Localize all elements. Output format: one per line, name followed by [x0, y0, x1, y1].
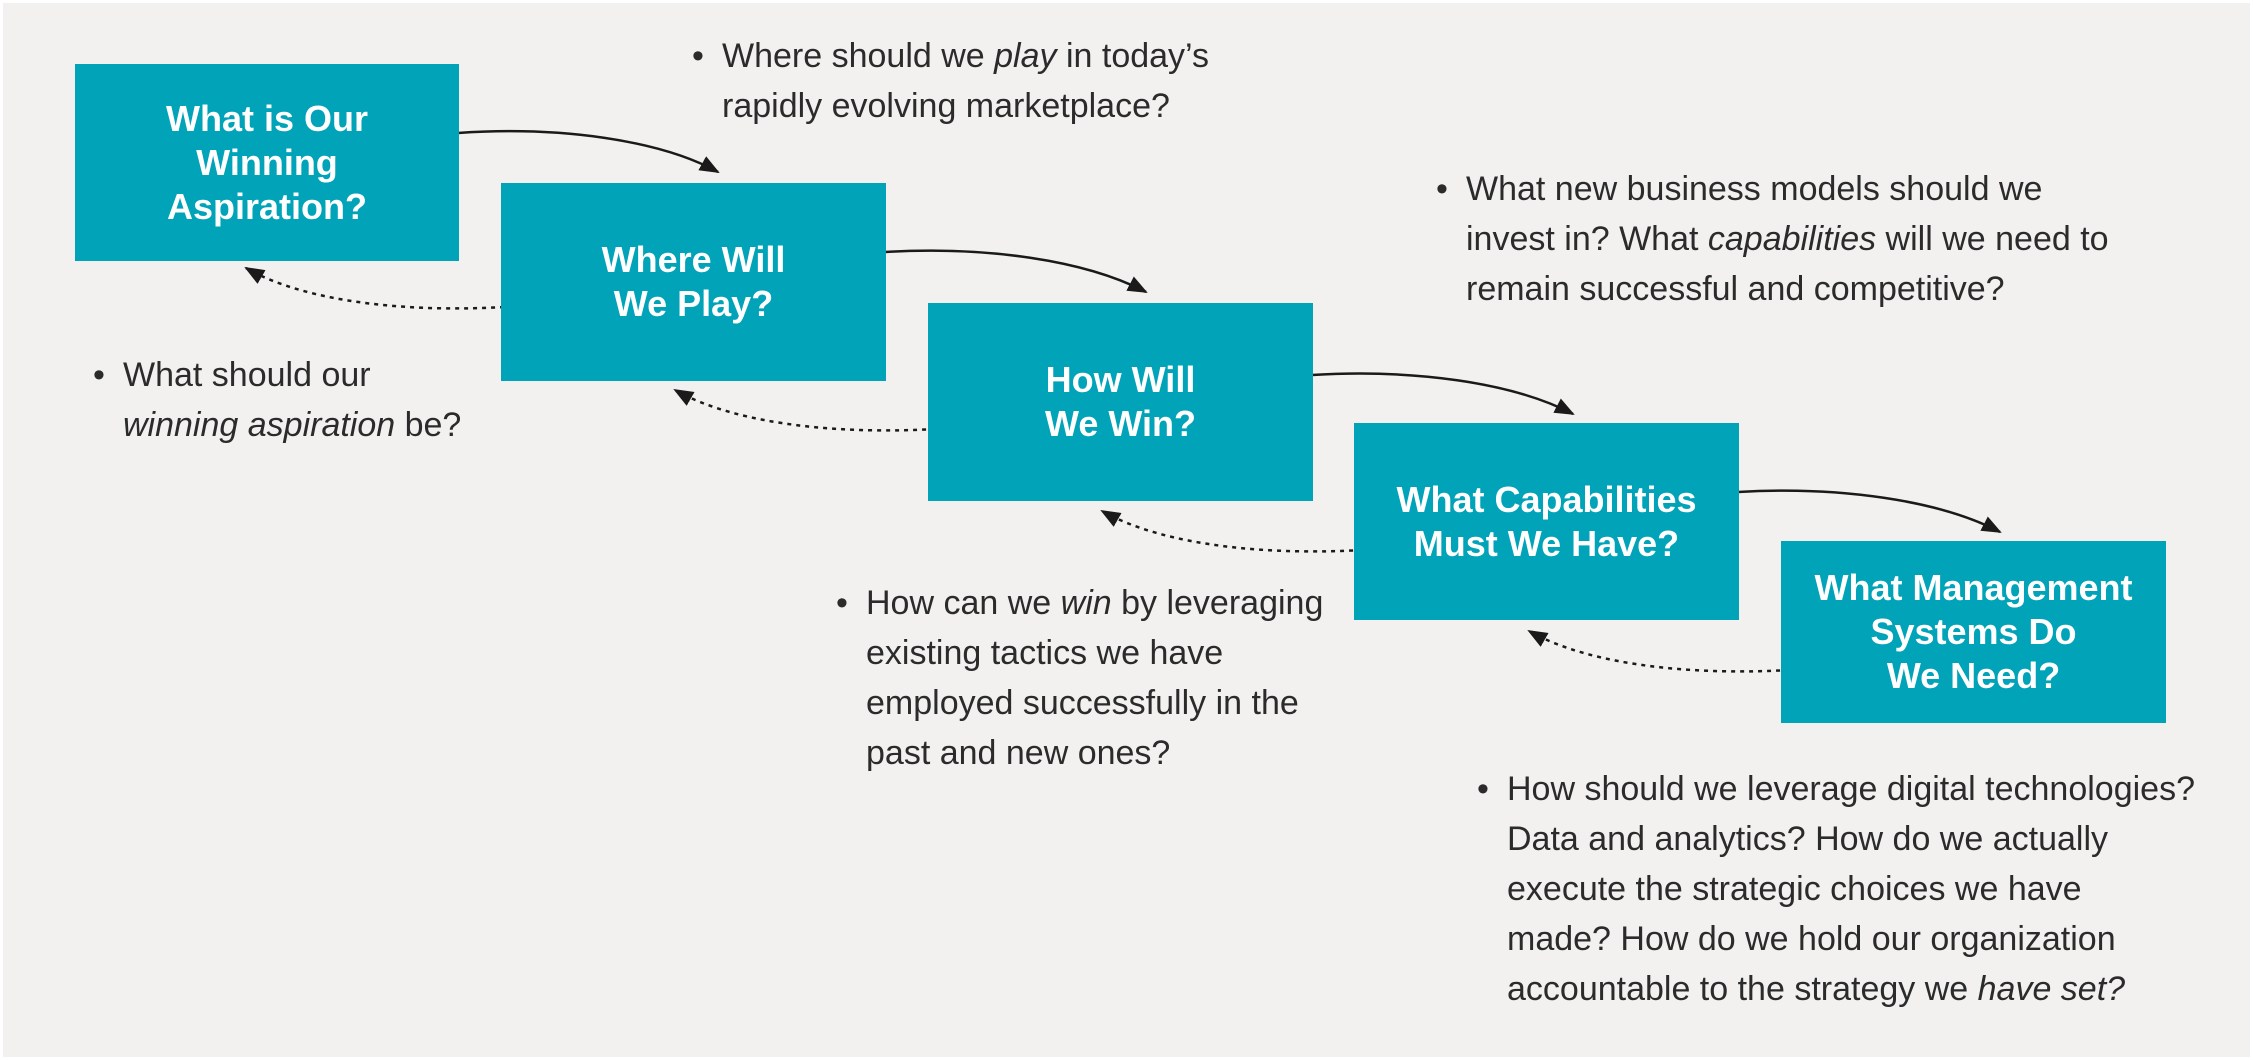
step-box-how-to-win: How Will We Win? [928, 303, 1313, 501]
note-capabilities: • What new business models should we inv… [1436, 164, 2146, 314]
step-box-aspiration: What is Our Winning Aspiration? [75, 64, 459, 261]
note-text-italic: have set? [1977, 970, 2126, 1008]
note-text: How should we leverage digital technolog… [1507, 770, 2195, 808]
note-text: will we need to [1876, 220, 2109, 258]
feedback-arrow-3 [1100, 509, 1363, 553]
note-text: Where should we [722, 37, 995, 75]
bullet: • [836, 584, 848, 622]
step-box-capabilities: What Capabilities Must We Have? [1354, 423, 1739, 620]
forward-arrow-3 [1311, 372, 1575, 416]
step-box-where-to-play: Where Will We Play? [501, 183, 886, 381]
note-text: Data and analytics? How do we actually [1507, 820, 2108, 858]
note-text-italic: play [994, 37, 1057, 75]
note-text: by leveraging [1111, 584, 1324, 622]
step-box-management-systems: What Management Systems Do We Need? [1781, 541, 2166, 723]
note-text: past and new ones? [866, 734, 1171, 772]
note-text: be? [395, 406, 462, 444]
note-text-italic: winning aspiration [123, 406, 396, 444]
feedback-arrow-4 [1527, 629, 1790, 673]
note-text: What should our [123, 356, 371, 394]
forward-arrow-4 [1737, 489, 2002, 534]
note-text: rapidly evolving marketplace? [722, 87, 1170, 125]
bullet: • [1436, 170, 1448, 208]
note-text: execute the strategic choices we have [1507, 870, 2082, 908]
bullet: • [692, 37, 704, 75]
note-text: made? How do we hold our organization [1507, 920, 2116, 958]
bullet: • [1477, 770, 1489, 808]
note-text-italic: win [1060, 584, 1112, 622]
note-text: in today’s [1056, 37, 1209, 75]
forward-arrow-2 [884, 249, 1148, 294]
note-text: How can we [866, 584, 1061, 622]
note-how-to-win: • How can we win by leveraging existing … [836, 578, 1346, 778]
note-text: existing tactics we have [866, 634, 1224, 672]
note-management-systems: • How should we leverage digital technol… [1477, 764, 2227, 1014]
note-aspiration: • What should our winning aspiration be? [93, 350, 483, 450]
note-text: What new business models should we [1466, 170, 2043, 208]
feedback-arrow-2 [673, 388, 936, 432]
note-text-italic: capabilities [1707, 220, 1877, 258]
note-text: accountable to the strategy we [1507, 970, 1978, 1008]
note-text: invest in? What [1466, 220, 1708, 258]
feedback-arrow-1 [244, 266, 505, 310]
note-text: remain successful and competitive? [1466, 270, 2005, 308]
forward-arrow-1 [457, 129, 720, 174]
note-text: employed successfully in the [866, 684, 1299, 722]
bullet: • [93, 356, 105, 394]
note-where-to-play: • Where should we play in today’s rapidl… [692, 31, 1282, 131]
